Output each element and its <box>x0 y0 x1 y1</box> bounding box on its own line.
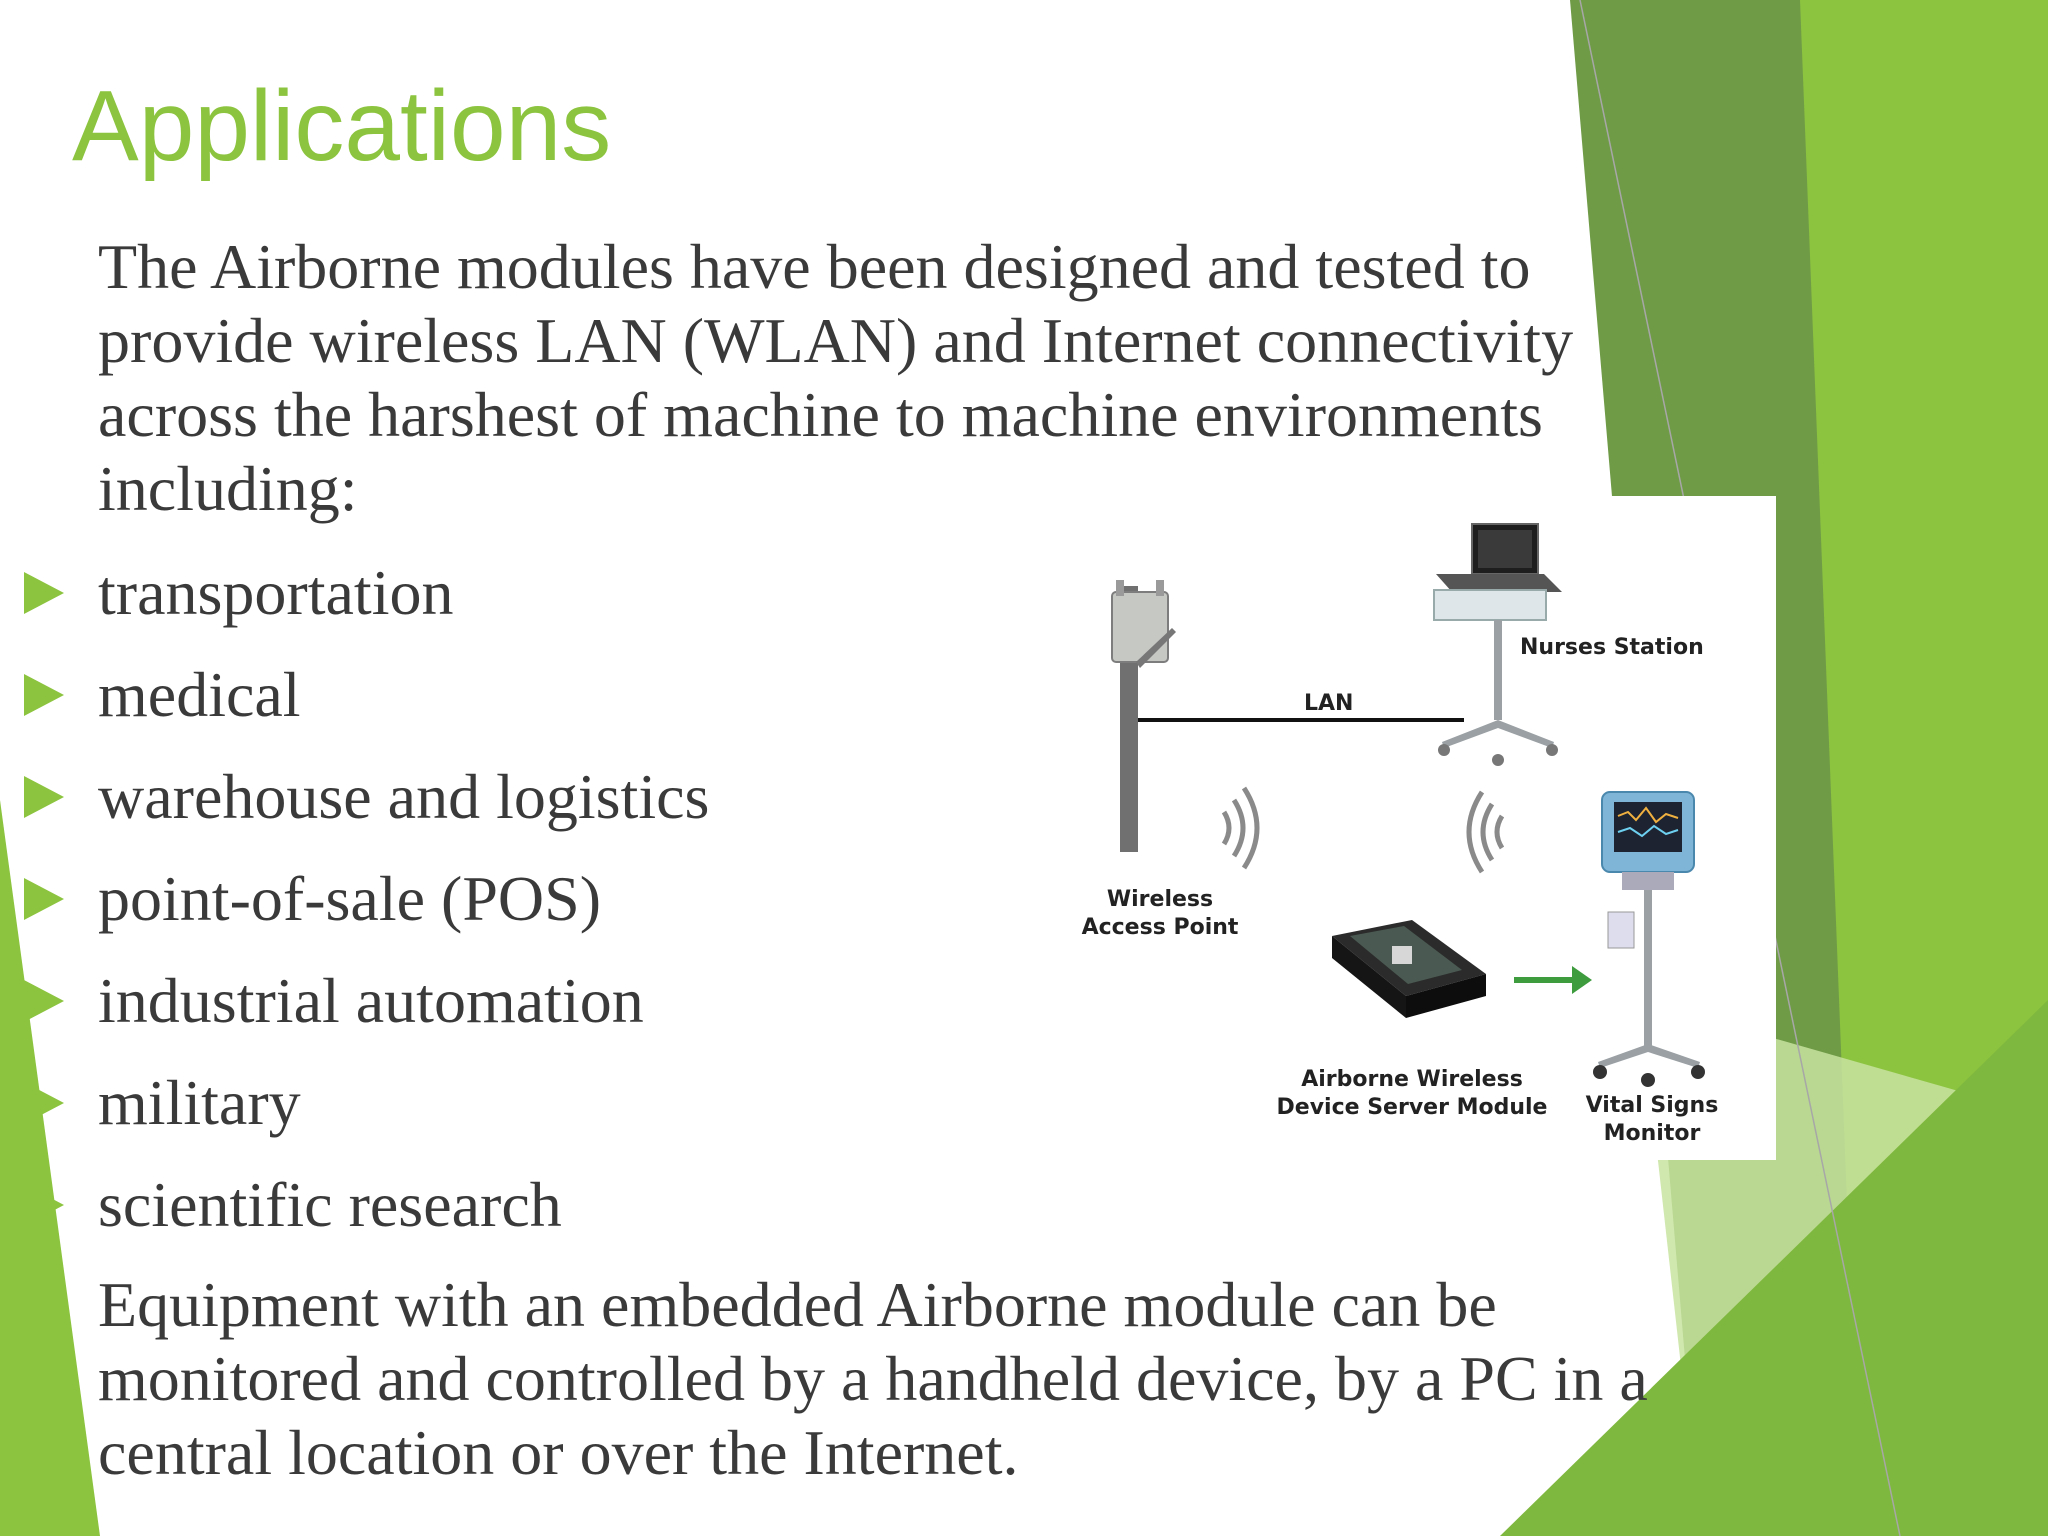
vital-signs-monitor-label: Vital Signs Monitor <box>1572 1092 1732 1148</box>
wireless-network-diagram: Nurses Station LAN Wireless Access Point… <box>1032 496 1776 1160</box>
bullet-arrow-icon <box>24 1184 64 1226</box>
bullet-text: transportation <box>98 557 454 628</box>
label-line: Vital Signs <box>1585 1093 1719 1118</box>
nurses-station-label: Nurses Station <box>1520 635 1704 660</box>
access-point-device-icon <box>1111 591 1169 663</box>
bullet-arrow-icon <box>24 980 64 1022</box>
bullet-text: industrial automation <box>98 965 644 1036</box>
wireless-signal-icon <box>1221 786 1260 870</box>
bullet-text: warehouse and logistics <box>98 761 710 832</box>
bullet-arrow-icon <box>24 1082 64 1124</box>
closing-paragraph: Equipment with an embedded Airborne modu… <box>98 1268 1818 1490</box>
bullet-arrow-icon <box>24 572 64 614</box>
bullet-arrow-icon <box>24 674 64 716</box>
intro-paragraph: The Airborne modules have been designed … <box>98 230 1798 526</box>
bullet-text: military <box>98 1067 301 1138</box>
bottom-right-green-panel <box>1500 1000 2048 1536</box>
label-line: Wireless <box>1106 887 1214 912</box>
bullet-text: scientific research <box>98 1169 562 1240</box>
laptop-base-icon <box>1436 574 1562 592</box>
bullet-text: point-of-sale (POS) <box>98 863 602 934</box>
closing-line: central location or over the Internet. <box>98 1417 1019 1488</box>
intro-line: across the harshest of machine to machin… <box>98 379 1543 450</box>
label-line: Access Point <box>1081 915 1239 940</box>
label-line: Device Server Module <box>1276 1095 1548 1120</box>
green-arrow-icon <box>1572 966 1592 994</box>
intro-line: including: <box>98 453 358 524</box>
intro-line: provide wireless LAN (WLAN) and Internet… <box>98 305 1574 376</box>
label-line: Monitor <box>1603 1121 1701 1146</box>
bullet-arrow-icon <box>24 878 64 920</box>
slide-title: Applications <box>72 70 612 182</box>
closing-line: monitored and controlled by a handheld d… <box>98 1343 1648 1414</box>
diagram-graphics <box>1111 523 1705 1087</box>
label-line: Airborne Wireless <box>1301 1067 1523 1092</box>
bullet-arrow-icon <box>24 776 64 818</box>
wireless-signal-icon <box>1466 790 1505 874</box>
airborne-module-label: Airborne Wireless Device Server Module <box>1256 1066 1568 1122</box>
lan-label: LAN <box>1304 691 1354 716</box>
cart-tray-icon <box>1433 589 1547 621</box>
access-point-label: Wireless Access Point <box>1080 886 1240 942</box>
bullet-text: medical <box>98 659 301 730</box>
intro-line: The Airborne modules have been designed … <box>98 231 1531 302</box>
closing-line: Equipment with an embedded Airborne modu… <box>98 1269 1497 1340</box>
